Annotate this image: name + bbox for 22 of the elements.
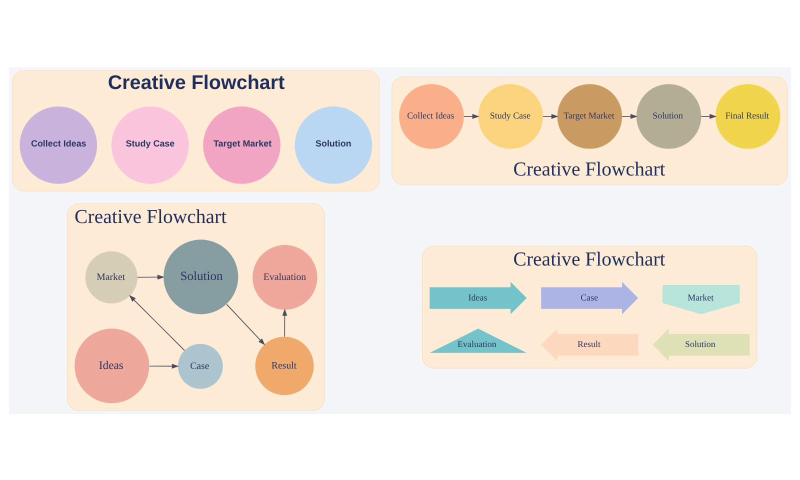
node-circle: Solution: [164, 239, 238, 314]
arrow: [700, 113, 717, 118]
arrow: [542, 113, 558, 118]
node-circle: Final Result: [716, 84, 780, 148]
arrow: [149, 363, 179, 368]
node-circle: Study Case: [111, 106, 189, 184]
node-circle: Solution: [636, 84, 702, 148]
node-circle: Collect Ideas: [20, 106, 98, 184]
arrow: [463, 113, 480, 118]
arrow: [129, 294, 185, 350]
node-circle: Solution: [294, 106, 372, 184]
node-circle: Target Market: [203, 106, 280, 184]
node-circle: Case: [178, 343, 223, 388]
node-circle: Target Market: [557, 84, 622, 148]
node-circle: Ideas: [74, 328, 150, 403]
node-circle: Study Case: [478, 84, 543, 148]
node-circle: Evaluation: [252, 244, 318, 310]
arrow: [226, 303, 266, 345]
arrow: [137, 274, 164, 280]
arrow: [282, 308, 288, 337]
arrow: [622, 113, 638, 118]
node-circle: Collect Ideas: [399, 84, 464, 148]
